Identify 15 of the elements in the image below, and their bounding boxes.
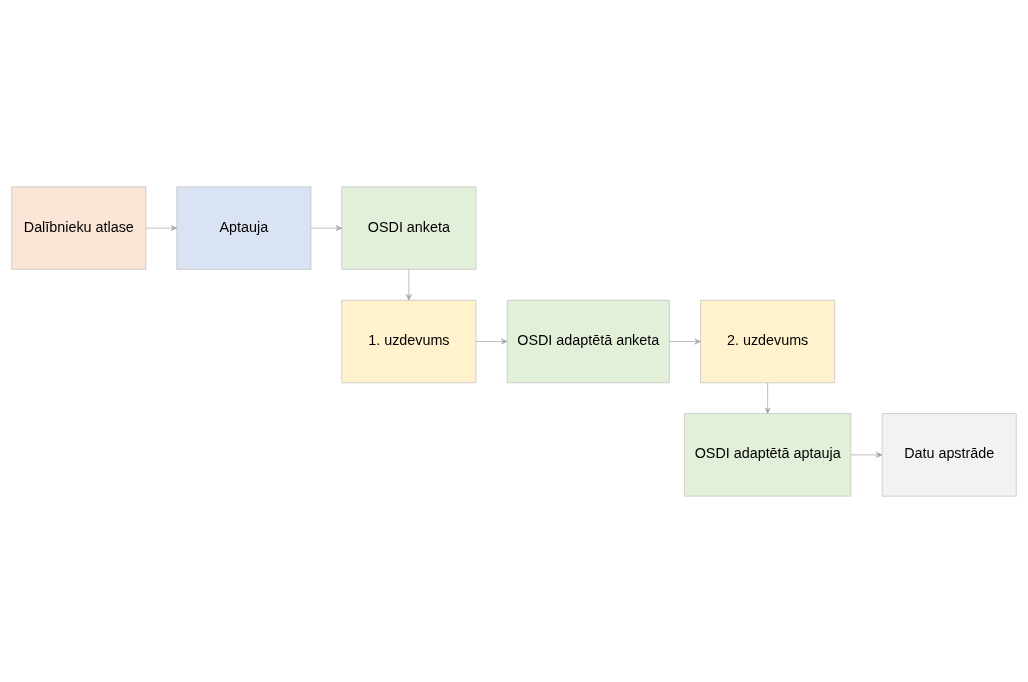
arrow (850, 451, 883, 458)
arrow (764, 382, 771, 414)
arrow (310, 224, 343, 231)
node-box: OSDI adaptētā aptauja (684, 412, 852, 496)
arrow (405, 268, 412, 300)
node-box: 2. uzdevums (700, 299, 836, 383)
node-box: Dalībnieku atlase (11, 186, 147, 270)
arrow (145, 224, 178, 231)
node-box: 1. uzdevums (341, 299, 477, 383)
node-box: OSDI adaptētā anketa (506, 299, 670, 383)
arrow (669, 338, 701, 344)
node-box: Aptauja (176, 186, 312, 270)
node-box: OSDI anketa (341, 186, 477, 270)
node-box: Datu apstrāde (881, 412, 1017, 496)
arrow (475, 338, 508, 344)
